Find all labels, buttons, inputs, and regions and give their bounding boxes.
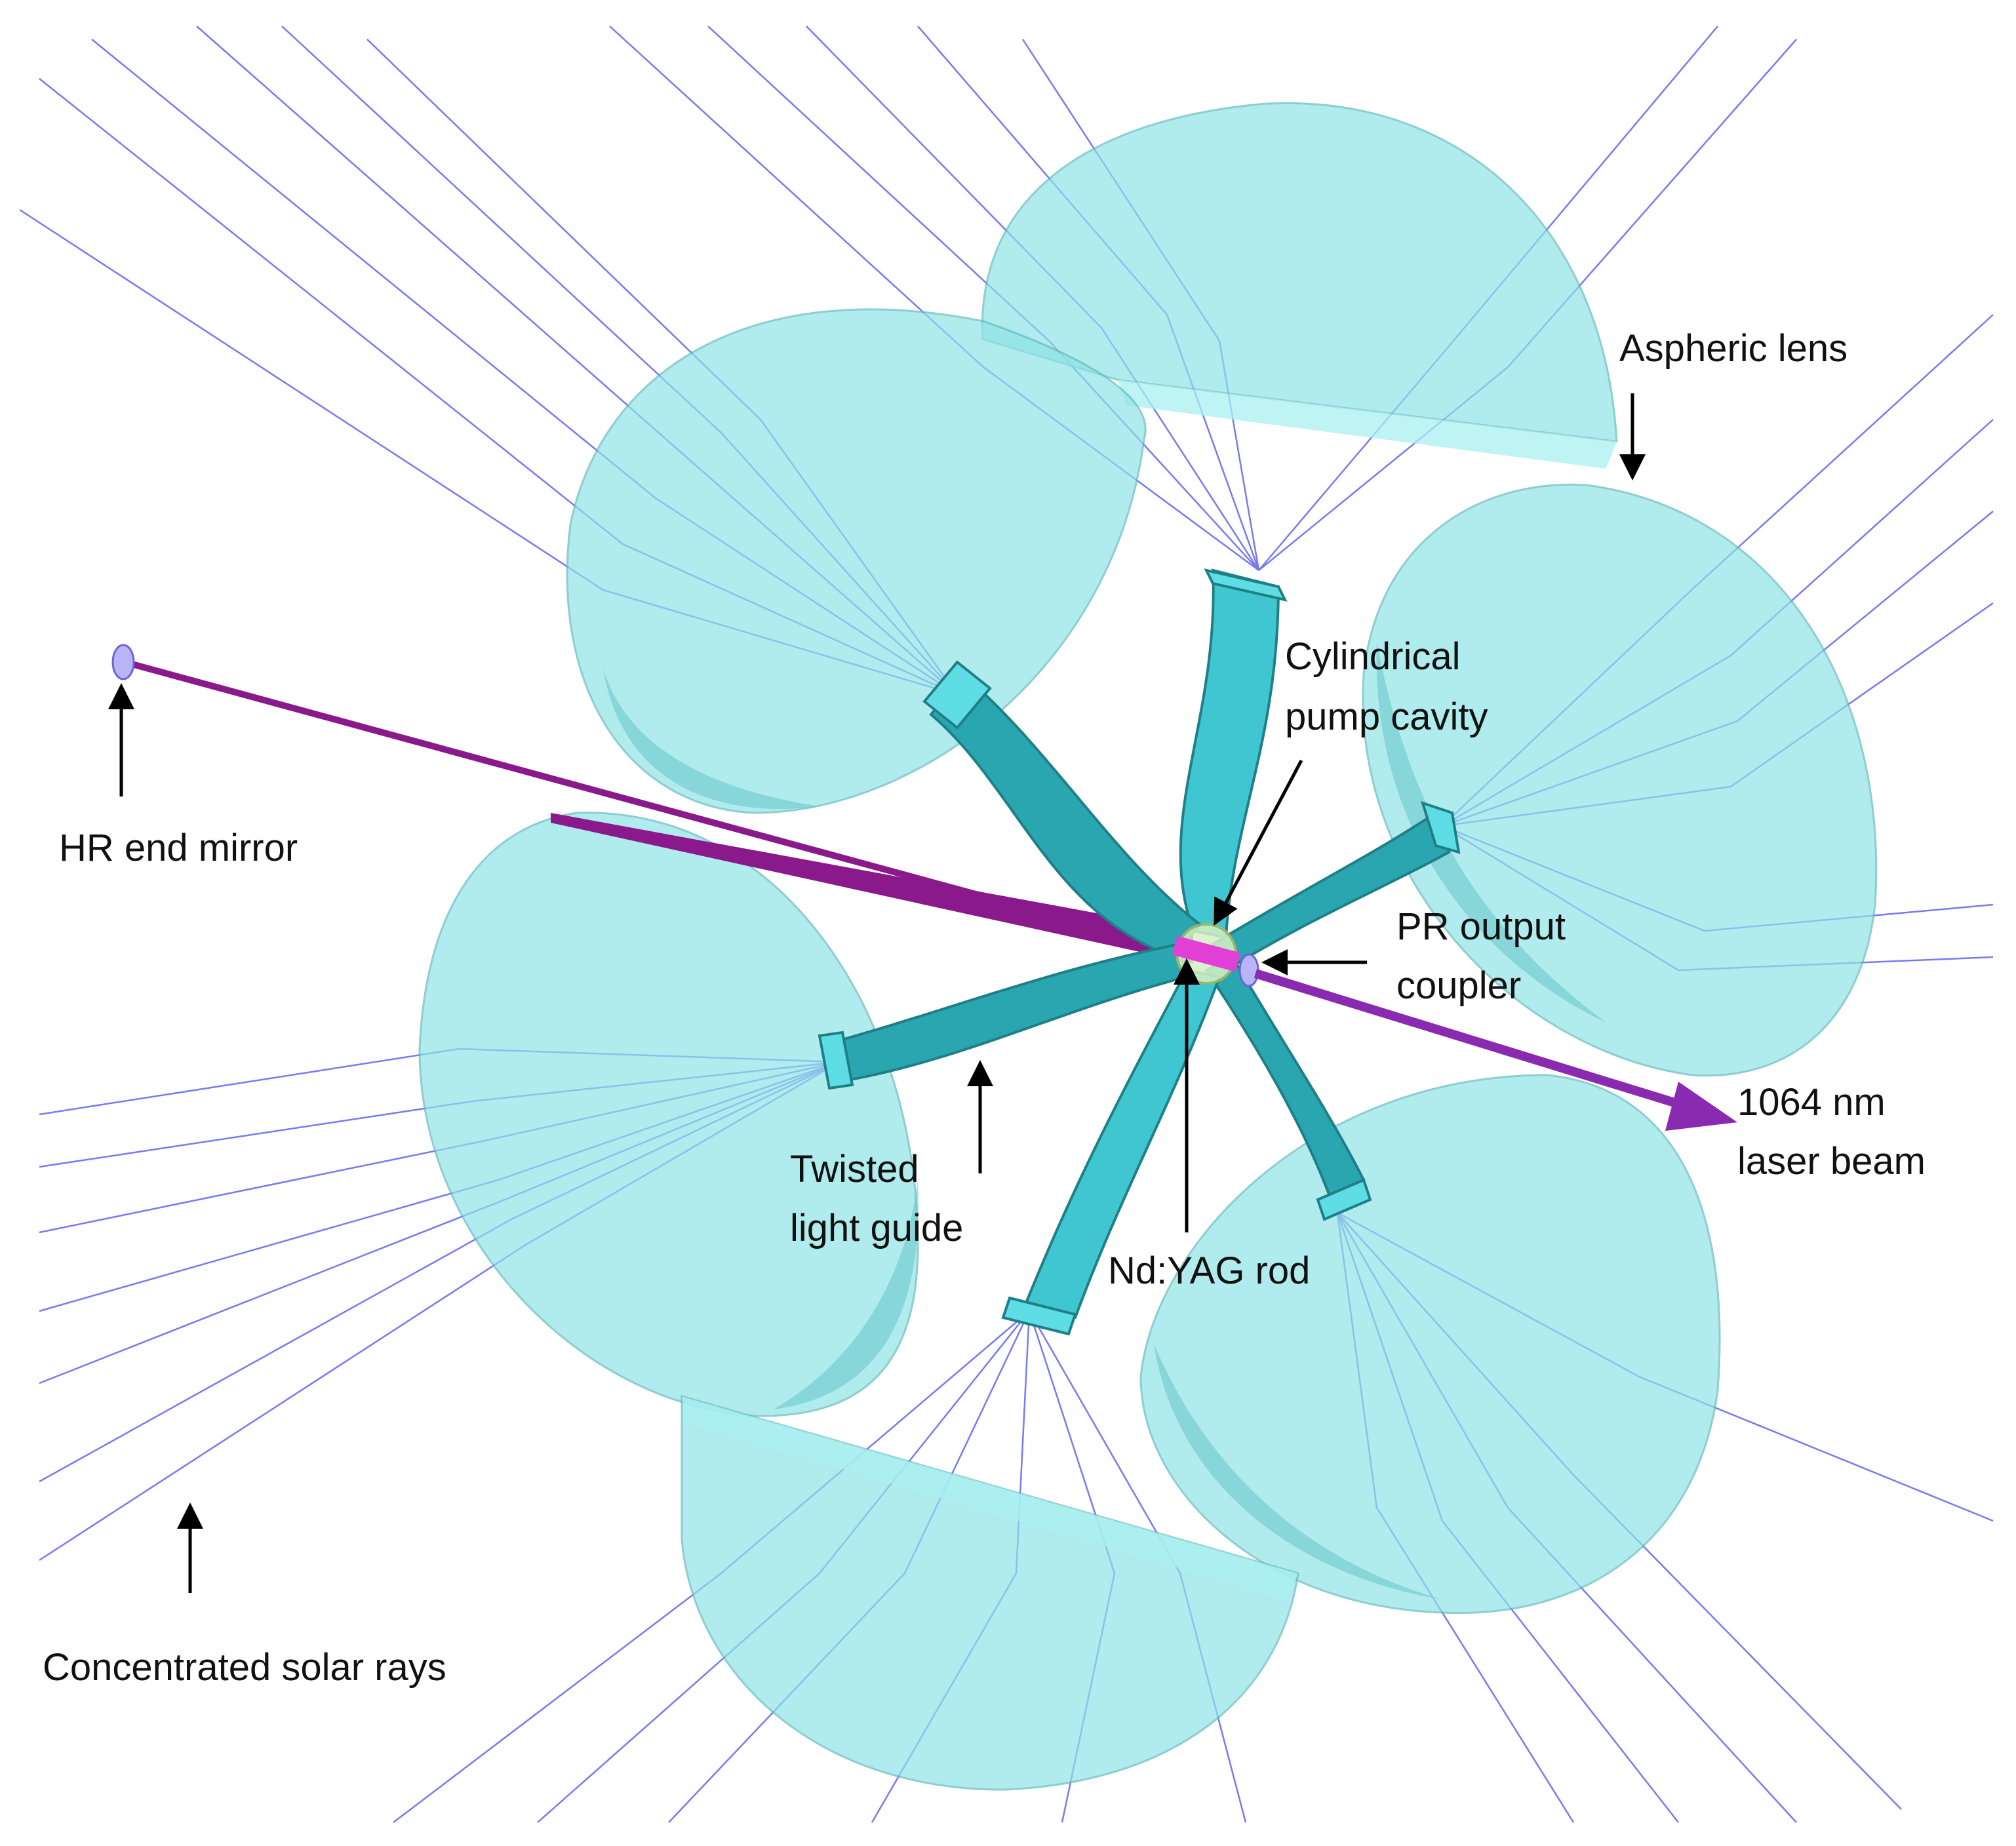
- lens-upper-left: [566, 308, 1147, 814]
- label-twisted-light-guide-line1: Twisted: [790, 1148, 919, 1190]
- label-cylindrical-pump-cavity-line2: pump cavity: [1285, 696, 1488, 738]
- arrow-pump-cavity: [1214, 759, 1303, 926]
- label-laser-beam-line1: 1064 nm: [1737, 1081, 1886, 1124]
- annotation-arrows: [108, 393, 1646, 1593]
- label-laser-beam-line2: laser beam: [1737, 1140, 1926, 1183]
- label-aspheric-lens: Aspheric lens: [1619, 327, 1848, 370]
- output-laser-beam: [1254, 969, 1693, 1112]
- label-pr-output-coupler-line2: coupler: [1396, 964, 1522, 1007]
- label-nd-yag-rod: Nd:YAG rod: [1108, 1249, 1311, 1292]
- lens-top: [981, 102, 1618, 469]
- lens-lower-right: [1139, 1074, 1721, 1615]
- lens-bottom: [681, 1395, 1299, 1791]
- label-hr-end-mirror: HR end mirror: [59, 827, 298, 869]
- nd-yag-rod: [1172, 935, 1241, 972]
- hr-end-mirror: [111, 644, 135, 680]
- label-cylindrical-pump-cavity-line1: Cylindrical: [1285, 635, 1461, 678]
- pr-output-coupler: [1238, 953, 1259, 987]
- twisted-light-guides: [818, 568, 1461, 1336]
- intracavity-beam-wedge: [551, 813, 1193, 964]
- label-pr-output-coupler-line1: PR output: [1396, 905, 1566, 948]
- lens-left: [418, 812, 919, 1417]
- output-laser-beam-head: [1665, 1082, 1737, 1131]
- label-concentrated-solar-rays: Concentrated solar rays: [43, 1646, 446, 1689]
- label-twisted-light-guide-line2: light guide: [790, 1207, 964, 1249]
